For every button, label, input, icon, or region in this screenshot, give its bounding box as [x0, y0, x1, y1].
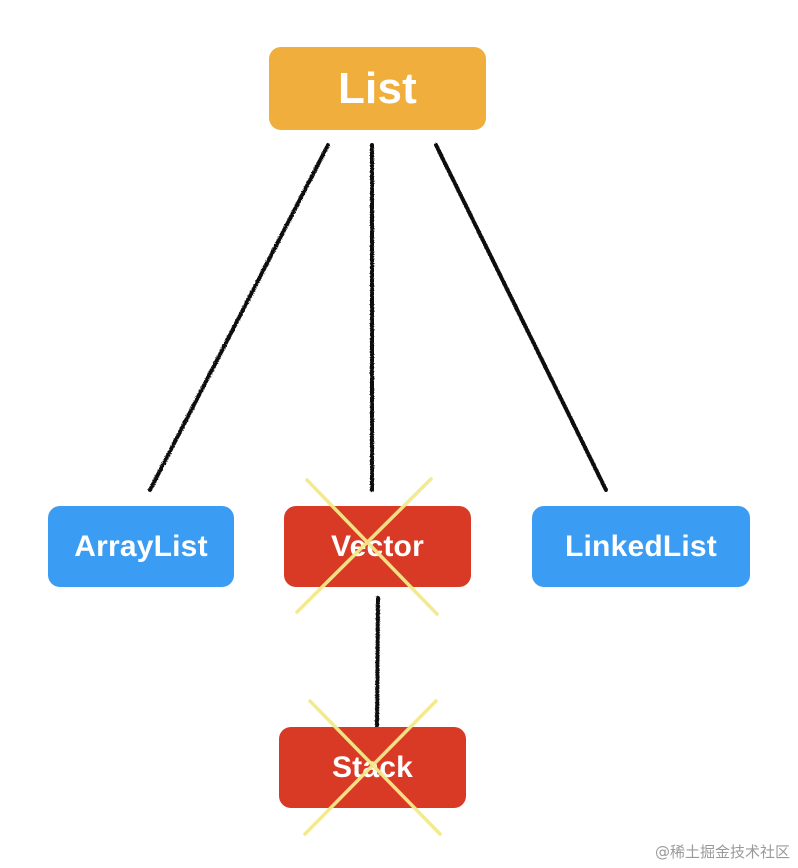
stack-node-label: Stack: [331, 750, 414, 784]
watermark: @稀土掘金技术社区: [654, 843, 790, 861]
linkedlist-node: LinkedList: [532, 506, 750, 587]
list-node: List: [269, 47, 486, 130]
list-node-label: List: [337, 63, 418, 113]
arraylist-node: ArrayList: [48, 506, 234, 587]
edge-list-arraylist: [148, 143, 330, 492]
vector-node-label: Vector: [331, 529, 424, 563]
edge-vector-stack: [375, 596, 380, 728]
edge-list-linkedlist: [434, 143, 608, 492]
arraylist-node-label: ArrayList: [74, 529, 208, 563]
vector-node: Vector: [284, 506, 471, 587]
linkedlist-node-label: LinkedList: [564, 529, 717, 563]
stack-node: Stack: [279, 727, 466, 808]
